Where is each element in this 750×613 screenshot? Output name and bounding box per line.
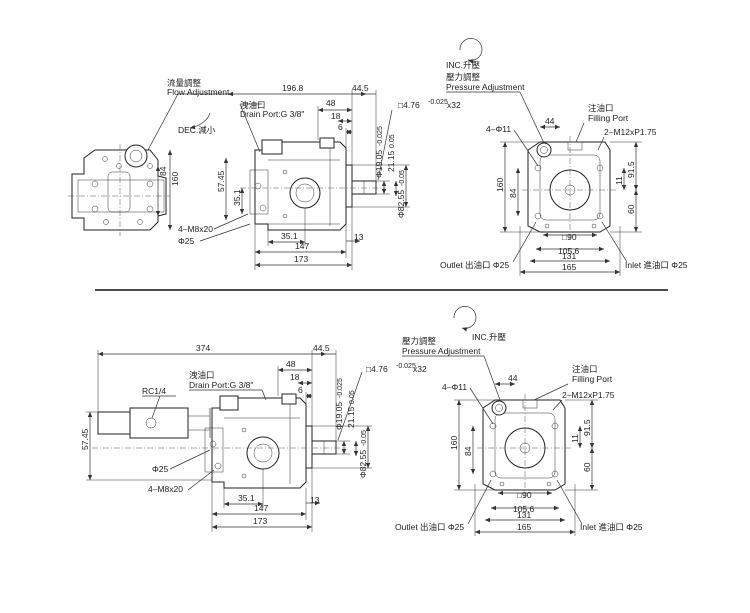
- bottom-end-dim-44: 44: [508, 373, 518, 383]
- bottom-dim-147: 147: [254, 503, 268, 513]
- top-key-tol: -0.025: [428, 99, 448, 106]
- bottom-filling-en: Filling Port: [572, 374, 613, 384]
- bottom-m12: 2–M12xP1.75: [562, 390, 615, 400]
- bottom-inc-label: INC.升壓: [472, 332, 507, 342]
- bottom-dim-57-45: 57.45: [80, 428, 90, 450]
- top-pressure-en: Pressure Adjustment: [446, 82, 525, 92]
- flow-adjustment-cn: 流量調整: [167, 78, 202, 88]
- bottom-drain-en: Drain Port:G 3/8": [189, 380, 253, 390]
- bottom-bolt-label: 4–M8x20: [148, 484, 183, 494]
- bottom-dim-48: 48: [286, 359, 296, 369]
- bottom-key: □4.76: [366, 364, 388, 374]
- top-dim-6: 6: [338, 122, 343, 132]
- top-end-view: [522, 136, 616, 240]
- top-shaft-19: Φ19.05: [374, 150, 384, 178]
- bottom-shaft-21-tol: 0.05: [349, 390, 356, 404]
- top-dim-147: 147: [295, 241, 309, 251]
- top-dim-84: 84: [158, 166, 168, 176]
- bottom-pressure-en: Pressure Adjustment: [402, 346, 481, 356]
- top-dim-57-45: 57.45: [216, 170, 226, 192]
- top-shaft-82-tol: -0.05: [399, 170, 406, 186]
- bottom-end-165: 165: [517, 522, 531, 532]
- bottom-end-dim-60: 60: [582, 462, 592, 472]
- top-end-dim-91-5: 91.5: [626, 161, 636, 178]
- bottom-shaft-82: Φ82.55: [358, 450, 368, 478]
- top-outlet: Outlet 出油口 Φ25: [440, 260, 509, 270]
- bottom-dim-18: 18: [290, 372, 300, 382]
- top-inlet: Inlet 進油口 Φ25: [625, 260, 688, 270]
- top-m12: 2–M12xP1.75: [604, 127, 657, 137]
- bottom-outlet: Outlet 出油口 Φ25: [395, 522, 464, 532]
- top-dim-173: 173: [294, 254, 308, 264]
- top-end-131: 131: [562, 251, 576, 261]
- top-dim-13: 13: [354, 232, 364, 242]
- top-shaft-19-tol: -0.025: [377, 126, 384, 146]
- bottom-dim-overall: 374: [196, 343, 210, 353]
- top-end-dim-160: 160: [495, 178, 505, 192]
- bottom-end-dim-160: 160: [449, 436, 459, 450]
- top-phi25: Φ25: [178, 236, 195, 246]
- bottom-rc-label: RC1/4: [142, 386, 166, 396]
- top-filling-cn: 注油口: [588, 103, 614, 113]
- top-key-len: x32: [447, 100, 461, 110]
- bottom-end-sq90: □90: [517, 490, 532, 500]
- bottom-key-tol: -0.025: [396, 363, 416, 370]
- top-shaft-21-tol: 0.05: [389, 134, 396, 148]
- top-drain-en: Drain Port:G 3/8": [240, 109, 304, 119]
- bottom-end-dim-91-5: 91.5: [582, 419, 592, 436]
- bottom-filling-cn: 注油口: [572, 364, 598, 374]
- bottom-end-dim-84: 84: [463, 446, 473, 456]
- top-shaft-82: Φ82.55: [396, 190, 406, 218]
- top-side-view: [240, 137, 386, 231]
- top-dim-18: 18: [331, 111, 341, 121]
- top-inc-label: INC.升壓: [446, 60, 481, 70]
- bottom-phi25: Φ25: [152, 464, 169, 474]
- bottom-dim-35-1: 35.1: [238, 493, 255, 503]
- bottom-shaft-19: Φ19.05: [334, 402, 344, 430]
- bottom-pressure-cn: 壓力調整: [402, 336, 437, 346]
- bottom-end-dim-11: 11: [570, 434, 580, 443]
- dec-label: DEC.減小: [178, 125, 216, 135]
- top-pressure-cn: 壓力調整: [446, 72, 481, 82]
- bottom-inlet: Inlet 進油口 Φ25: [580, 522, 643, 532]
- top-end-dim-60: 60: [626, 204, 636, 214]
- top-dim-overall: 196.8: [282, 83, 304, 93]
- bottom-shaft-21: 21.15: [346, 406, 356, 428]
- top-dim-35-1: 35.1: [281, 231, 298, 241]
- bottom-dim-6: 6: [298, 385, 303, 395]
- top-phi11: 4–Φ11: [486, 124, 511, 134]
- top-end-dim-44: 44: [545, 116, 555, 126]
- top-end-165: 165: [562, 262, 576, 272]
- top-end-sq90: □90: [562, 232, 577, 242]
- top-dim-160: 160: [170, 172, 180, 186]
- bottom-phi11: 4–Φ11: [442, 382, 467, 392]
- bottom-shaft-82-tol: -0.05: [361, 430, 368, 446]
- top-dim-35-1-vertical: 35.1: [232, 189, 242, 206]
- top-key: □4.76: [398, 100, 420, 110]
- top-end-105-6: 105.6: [558, 246, 580, 256]
- top-dim-44-5: 44.5: [352, 83, 369, 93]
- flow-adjustment-en: Flow Adjustment: [167, 87, 230, 97]
- bottom-dim-173: 173: [253, 516, 267, 526]
- top-dim-48: 48: [326, 98, 336, 108]
- top-left-top-view: [68, 144, 170, 236]
- bottom-side-view: [92, 393, 346, 489]
- top-filling-en: Filling Port: [588, 113, 629, 123]
- top-end-dim-84: 84: [508, 188, 518, 198]
- bottom-key-len: x32: [413, 364, 427, 374]
- top-shaft-21: 21.15: [386, 150, 396, 172]
- bottom-end-105-6: 105.6: [513, 504, 535, 514]
- bottom-shaft-19-tol: -0.025: [337, 378, 344, 398]
- bottom-drain-cn: 洩油口: [189, 370, 215, 380]
- top-bolt-label: 4–M8x20: [178, 224, 213, 234]
- bottom-dim-13: 13: [310, 495, 320, 505]
- top-end-dim-11: 11: [614, 176, 624, 185]
- bottom-dim-44-5: 44.5: [313, 343, 330, 353]
- bottom-end-view: [477, 394, 571, 498]
- top-drain-cn: 洩油口: [240, 100, 266, 110]
- bottom-end-131: 131: [517, 510, 531, 520]
